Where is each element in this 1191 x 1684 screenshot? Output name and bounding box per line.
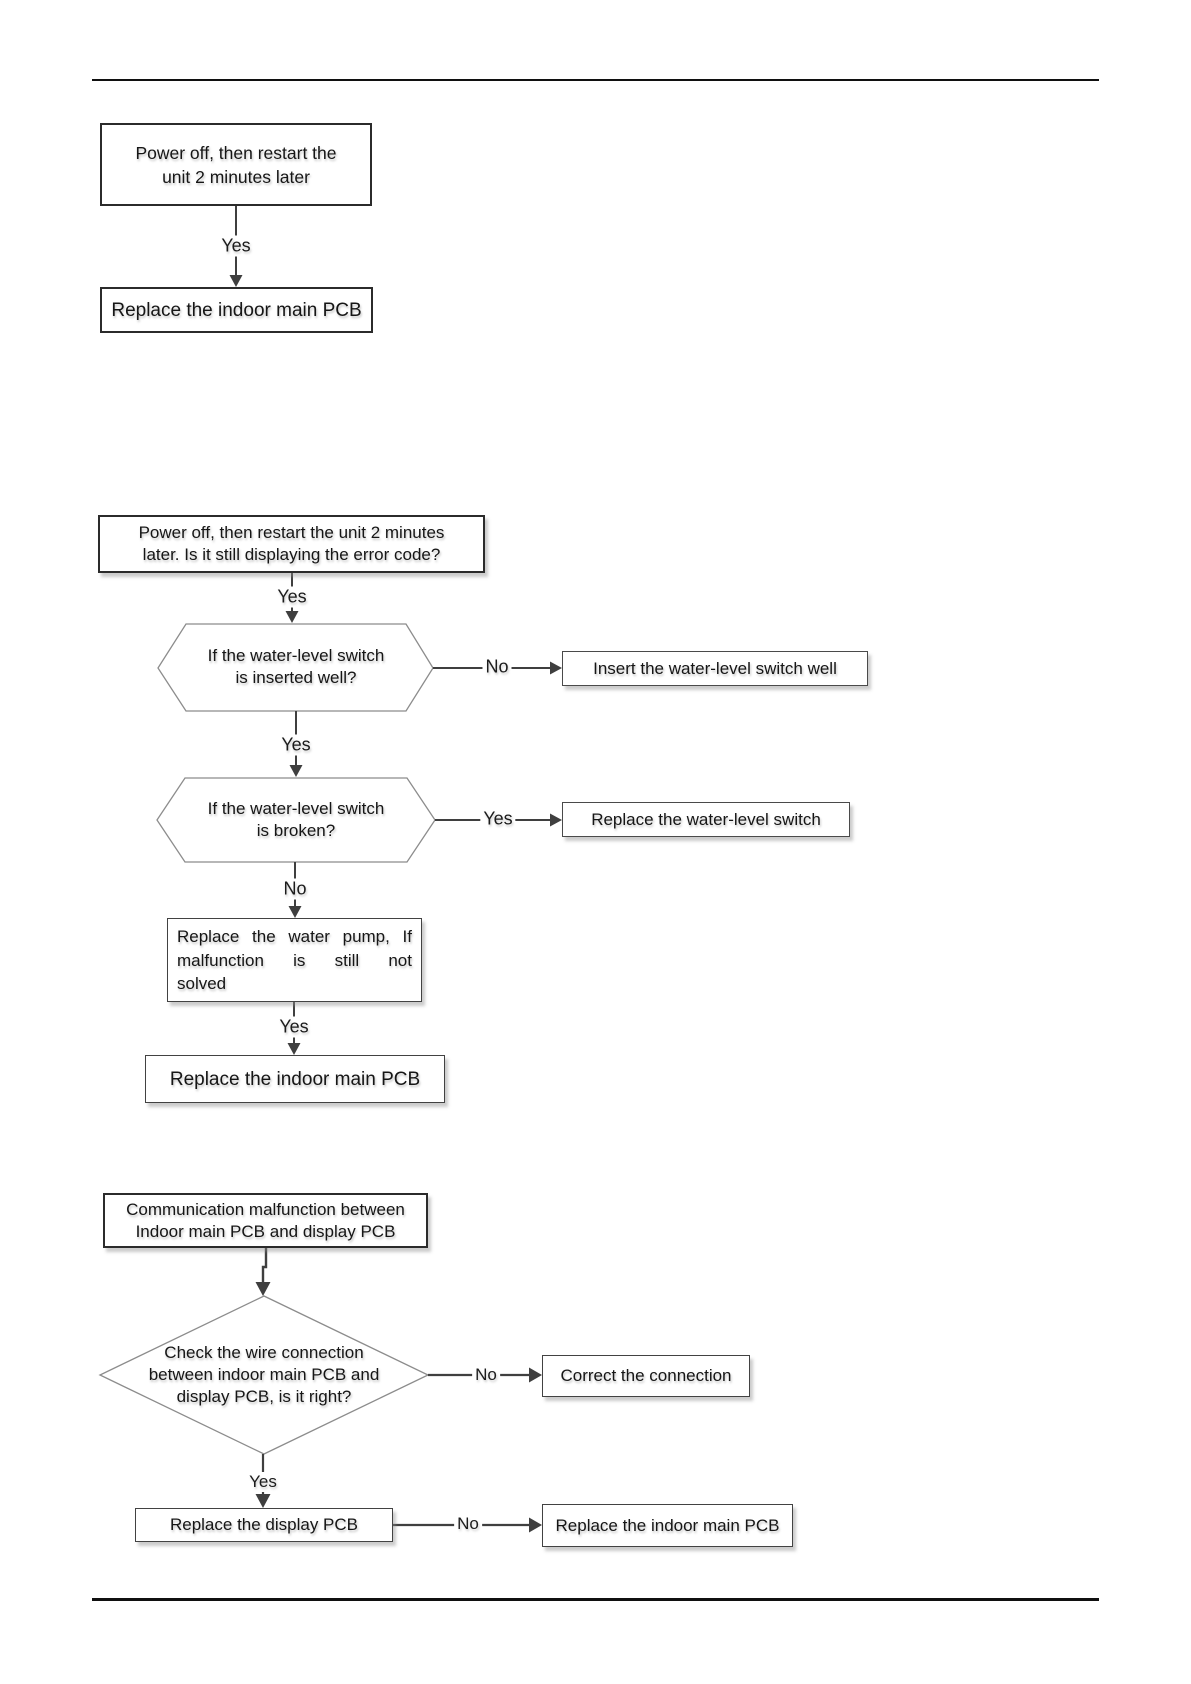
text-line: malfunction is still not [177,950,412,970]
arrowhead-right-icon [529,1367,542,1383]
arrowhead-down-icon [287,1043,301,1055]
flow3-correct-connection-box: Correct the connection [542,1355,750,1397]
text-line: Power off, then restart the [135,142,337,163]
flow2-yes1-label: Yes [274,586,310,608]
arrowhead-down-icon [288,906,302,918]
flow2-yes2-label: Yes [278,734,314,756]
text-line: Check the wire connection [164,1343,364,1362]
text-line: display PCB, is it right? [176,1387,352,1406]
flow2-replace-switch-box: Replace the water-level switch [562,802,850,837]
edge-flow3-start [261,1248,268,1283]
text-line: If the water-level switch [207,799,385,818]
flow3-decision-text: Check the wire connection between indoor… [128,1341,400,1409]
flow2-yes4-label: Yes [276,1016,312,1038]
text-line: Replace the indoor main PCB [555,1515,780,1535]
text-line: later. Is it still displaying the error … [142,545,441,564]
arrowhead-down-icon [255,1282,271,1296]
text-line: Power off, then restart the unit 2 minut… [138,523,445,542]
text-line: is inserted well? [235,668,357,687]
text-line: solved [177,974,227,993]
flow3-start-box: Communication malfunction between Indoor… [103,1193,428,1248]
text-line: Replace the indoor main PCB [169,1068,421,1090]
arrowhead-down-icon [229,275,243,287]
flow1-result-box: Replace the indoor main PCB [100,287,373,333]
text-line: Replace the indoor main PCB [111,299,362,321]
flow2-replace-pump-box: Replace the water pump, If malfunction i… [167,918,422,1002]
arrowhead-right-icon [550,661,562,675]
flow1-start-box: Power off, then restart the unit 2 minut… [100,123,372,206]
flow2-start-box: Power off, then restart the unit 2 minut… [98,515,485,573]
text-line: If the water-level switch [207,646,385,665]
text-line: Communication malfunction between [126,1199,405,1219]
flow3-no2-label: No [454,1514,482,1534]
flow2-no2-label: No [280,878,310,900]
arrowhead-right-icon [529,1517,542,1533]
arrowhead-down-icon [289,765,303,777]
flow1-yes-label: Yes [218,235,254,257]
flow3-result-box: Replace the indoor main PCB [542,1504,793,1547]
text-line: unit 2 minutes later [162,166,310,187]
arrowhead-down-icon [285,611,299,623]
text-line: Replace the water-level switch [591,809,821,829]
text-line: Indoor main PCB and display PCB [135,1221,396,1241]
flow2-no1-label: No [482,656,512,678]
text-line: between indoor main PCB and [148,1365,380,1384]
text-line: Correct the connection [560,1366,732,1385]
text-line: Insert the water-level switch well [593,658,837,678]
top-rule [92,79,1099,81]
flow3-no1-label: No [472,1365,500,1385]
text-line: Replace the display PCB [169,1515,359,1534]
arrowhead-right-icon [550,813,562,827]
flow2-insert-switch-box: Insert the water-level switch well [562,651,868,686]
text-line: is broken? [256,821,336,840]
arrowhead-down-icon [255,1494,271,1508]
flow2-yes3-label: Yes [480,808,516,830]
flow2-decision1-text: If the water-level switch is inserted we… [166,644,426,690]
bottom-rule [92,1598,1099,1601]
flow3-yes-label: Yes [246,1472,280,1492]
text-line: Replace the water pump, If [177,927,412,946]
flow3-replace-display-box: Replace the display PCB [135,1508,393,1542]
flow2-result-box: Replace the indoor main PCB [145,1055,445,1103]
flow2-decision2-text: If the water-level switch is broken? [166,797,426,843]
